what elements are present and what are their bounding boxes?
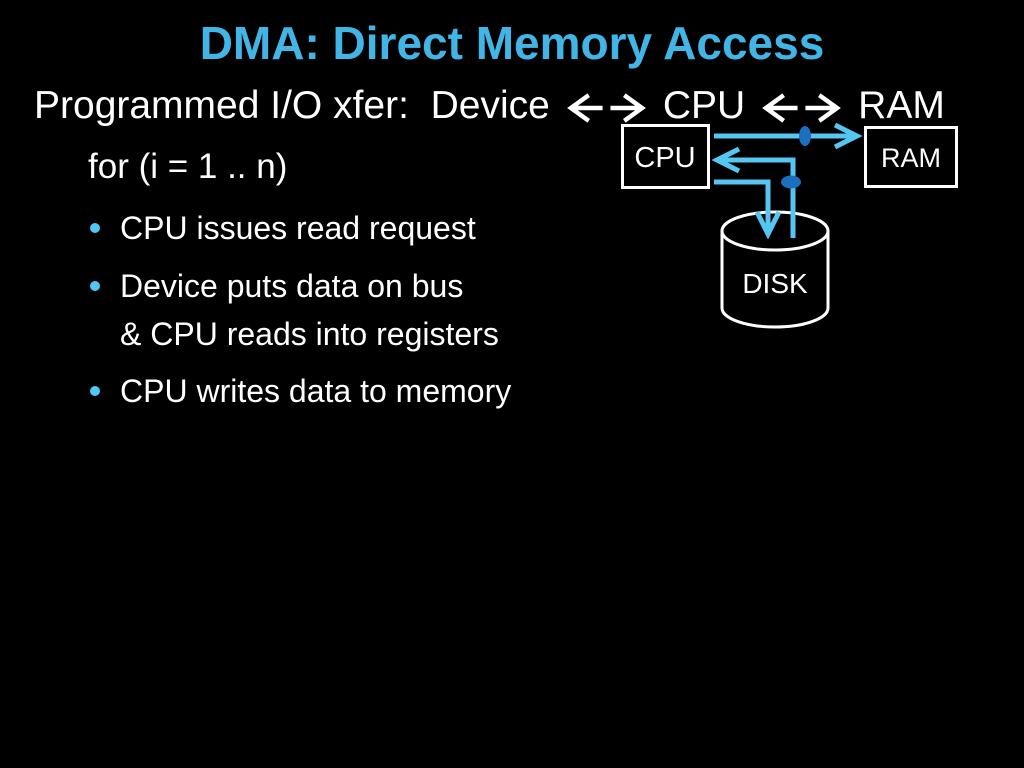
for-loop-line: for (i = 1 .. n) (88, 147, 288, 186)
bullet-dot-icon (88, 204, 120, 252)
list-item: CPU writes data to memory (88, 367, 511, 415)
bus-tap-node-icon (799, 126, 811, 146)
right-arrow-icon (610, 93, 646, 123)
bullet-dot-icon (88, 262, 120, 358)
disk-top (720, 210, 830, 252)
bullet-list: CPU issues read request Device puts data… (88, 204, 511, 415)
subtitle-cpu: CPU (662, 84, 746, 127)
slide-title: DMA: Direct Memory Access (199, 17, 825, 69)
bullet-line-2: & CPU reads into registers (120, 316, 499, 352)
bus-arrows (711, 122, 863, 240)
bullet-text: CPU writes data to memory (120, 373, 512, 409)
bullet-text: Device puts data on bus & CPU reads into… (120, 262, 499, 358)
cpu-to-ram-arrow (714, 122, 863, 150)
bullet-line-1: Device puts data on bus (120, 268, 464, 304)
subtitle-prefix: Programmed I/O xfer: Device (34, 84, 550, 127)
cpu-to-disk-arrow (714, 179, 782, 240)
right-arrow-icon (805, 93, 842, 123)
list-item: Device puts data on bus & CPU reads into… (88, 262, 511, 358)
left-right-arrows-icon (566, 93, 646, 123)
bullet-dot-icon (88, 367, 120, 415)
bus-tap-node-icon (781, 175, 801, 189)
cpu-box-label: CPU (634, 142, 695, 174)
disk-to-cpu-arrow (711, 146, 796, 238)
bullet-block: for (i = 1 .. n) CPU issues read request… (88, 146, 511, 424)
left-arrow-icon (762, 93, 798, 123)
disk-cylinder (720, 210, 830, 329)
ram-box (864, 126, 958, 188)
ram-box-label: RAM (881, 143, 941, 173)
subtitle-line: Programmed I/O xfer: Device CPU RAM (34, 84, 945, 128)
disk-body (720, 231, 830, 329)
cpu-box (621, 124, 710, 189)
bullet-text: CPU issues read request (120, 210, 476, 246)
subtitle-ram: RAM (858, 84, 945, 127)
list-item: CPU issues read request (88, 204, 511, 252)
disk-label: DISK (742, 268, 808, 299)
left-right-arrows-icon (762, 93, 842, 123)
left-arrow-icon (566, 93, 603, 123)
